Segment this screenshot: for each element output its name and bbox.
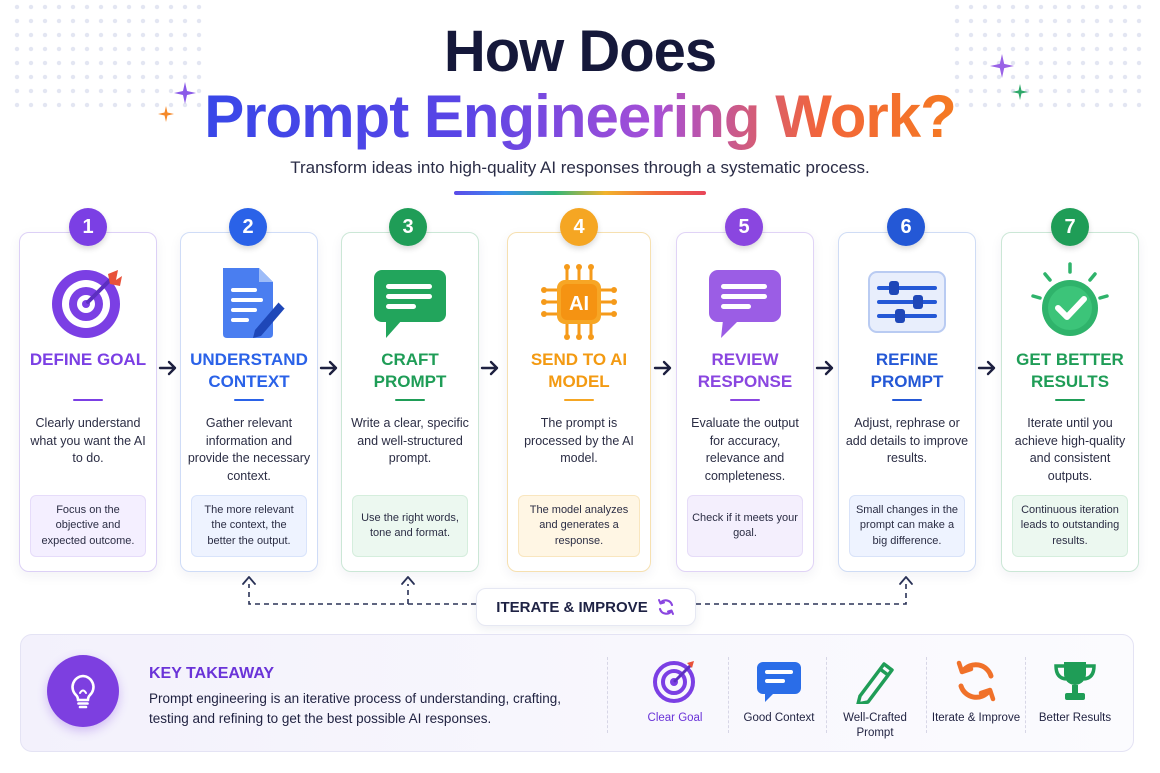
arrow-right-icon <box>653 360 672 376</box>
key-takeaway-text: Prompt engineering is an iterative proce… <box>149 691 561 726</box>
refresh-icon <box>657 599 674 615</box>
ai-chip-icon: AI <box>508 259 650 345</box>
benefit-well-crafted-prompt: Well-Crafted Prompt <box>825 657 925 739</box>
page-subtitle: Transform ideas into high-quality AI res… <box>290 158 870 177</box>
step-card-craft-prompt: CRAFT PROMPT Write a clear, specific and… <box>341 232 479 572</box>
divider <box>926 657 927 733</box>
decorative-dots-left <box>10 0 210 110</box>
step-3-description: Write a clear, specific and well-structu… <box>351 416 469 465</box>
sparkle-icon <box>1012 84 1028 100</box>
step-1-note: Focus on the objective and expected outc… <box>30 495 146 557</box>
step-5-description: Evaluate the output for accuracy, releva… <box>691 416 799 483</box>
step-2-badge: 2 <box>229 208 267 246</box>
divider <box>826 657 827 733</box>
step-1-title: DEFINE GOAL <box>29 350 147 369</box>
svg-text:AI: AI <box>569 293 589 315</box>
step-card-send-to-ai-model: AI SEND TO AI MODEL The prompt is proces… <box>507 232 651 572</box>
page-title-gradient-text: Prompt Engineering Work? <box>204 83 957 150</box>
divider <box>1025 657 1026 733</box>
step-4-note: The model analyzes and generates a respo… <box>518 495 640 557</box>
step-1-description: Clearly understand what you want the AI … <box>30 416 146 465</box>
step-card-refine-prompt: REFINE PROMPT Adjust, rephrase or add de… <box>838 232 976 572</box>
step-card-understand-context: UNDERSTAND CONTEXT Gather relevant infor… <box>180 232 318 572</box>
step-3-title: CRAFT PROMPT <box>373 350 447 391</box>
key-takeaway-panel: KEY TAKEAWAY Prompt engineering is an it… <box>20 634 1134 752</box>
chat-icon <box>729 657 829 705</box>
step-6-note: Small changes in the prompt can make a b… <box>849 495 965 557</box>
key-takeaway-title: KEY TAKEAWAY <box>149 665 275 682</box>
arrow-right-icon <box>815 360 834 376</box>
sparkle-icon <box>174 82 196 104</box>
benefit-label: Clear Goal <box>647 712 703 724</box>
step-3-note: Use the right words, tone and format. <box>352 495 468 557</box>
benefit-iterate-improve: Iterate & Improve <box>926 657 1026 737</box>
message-icon <box>677 259 813 345</box>
chat-bubble-icon <box>342 259 478 345</box>
divider <box>728 657 729 733</box>
step-card-define-goal: DEFINE GOAL Clearly understand what you … <box>19 232 157 572</box>
step-5-underline <box>730 399 760 401</box>
step-card-review-response: REVIEW RESPONSE Evaluate the output for … <box>676 232 814 572</box>
benefit-label: Good Context <box>743 712 815 724</box>
iterate-improve-label: ITERATE & IMPROVE <box>476 588 696 626</box>
benefit-better-results: Better Results <box>1025 657 1125 737</box>
arrow-right-icon <box>977 360 996 376</box>
step-7-note: Continuous iteration leads to outstandin… <box>1012 495 1128 557</box>
benefit-clear-goal: Clear Goal <box>625 657 725 737</box>
pencil-icon <box>825 657 925 705</box>
step-1-badge: 1 <box>69 208 107 246</box>
sparkle-icon <box>158 106 174 122</box>
step-6-badge: 6 <box>887 208 925 246</box>
step-4-badge: 4 <box>560 208 598 246</box>
arrow-right-icon <box>319 360 338 376</box>
refresh-icon <box>926 657 1026 705</box>
check-badge-icon <box>1002 259 1138 345</box>
step-2-description: Gather relevant information and provide … <box>187 416 311 483</box>
step-5-badge: 5 <box>725 208 763 246</box>
sliders-icon <box>839 259 975 345</box>
target-icon <box>20 259 156 345</box>
step-6-title: REFINE PROMPT <box>870 350 944 391</box>
benefit-label: Better Results <box>1038 712 1112 724</box>
trophy-icon <box>1025 657 1125 705</box>
step-6-underline <box>892 399 922 401</box>
step-2-underline <box>234 399 264 401</box>
arrow-right-icon <box>480 360 499 376</box>
step-3-underline <box>395 399 425 401</box>
target-icon <box>625 657 725 705</box>
step-4-underline <box>564 399 594 401</box>
step-4-title: SEND TO AI MODEL <box>530 350 628 391</box>
page-title-line2: Prompt Engineering Work? <box>0 82 1160 151</box>
step-card-get-better-results: GET BETTER RESULTS Iterate until you ach… <box>1001 232 1139 572</box>
step-5-note: Check if it meets your goal. <box>687 495 803 557</box>
rainbow-divider <box>454 191 706 195</box>
step-2-note: The more relevant the context, the bette… <box>191 495 307 557</box>
divider <box>607 657 608 733</box>
decorative-dots-right <box>950 0 1150 110</box>
step-1-underline <box>73 399 103 401</box>
arrow-right-icon <box>158 360 177 376</box>
benefit-good-context: Good Context <box>729 657 829 737</box>
lightbulb-icon <box>47 655 119 727</box>
step-3-badge: 3 <box>389 208 427 246</box>
step-7-badge: 7 <box>1051 208 1089 246</box>
step-7-description: Iterate until you achieve high-quality a… <box>1014 416 1126 483</box>
step-5-title: REVIEW RESPONSE <box>697 350 793 391</box>
benefit-label: Well-Crafted Prompt <box>843 712 907 739</box>
step-7-title: GET BETTER RESULTS <box>1016 350 1124 391</box>
step-6-description: Adjust, rephrase or add details to impro… <box>845 416 969 465</box>
document-pen-icon <box>181 259 317 345</box>
benefit-label: Iterate & Improve <box>931 712 1021 724</box>
step-7-underline <box>1055 399 1085 401</box>
step-4-description: The prompt is processed by the AI model. <box>524 416 634 465</box>
iterate-improve-text: ITERATE & IMPROVE <box>496 598 648 616</box>
step-2-title: UNDERSTAND CONTEXT <box>190 350 308 391</box>
page-title-line1: How Does <box>443 19 717 84</box>
sparkle-icon <box>990 54 1014 78</box>
